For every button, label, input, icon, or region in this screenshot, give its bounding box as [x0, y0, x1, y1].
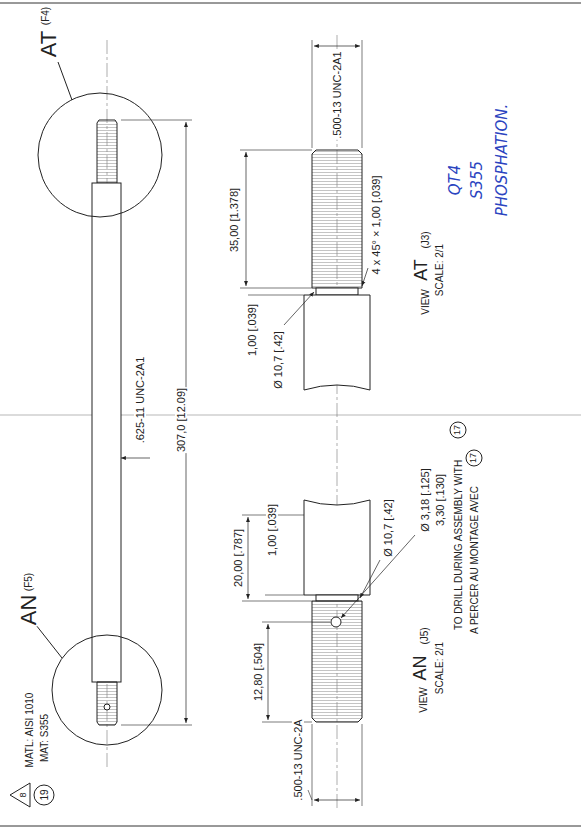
handwritten-note: S355 — [469, 160, 486, 200]
detail-label: AT — [37, 30, 61, 58]
view-title: AT — [412, 258, 432, 282]
dimension: 12,80 [.504] — [252, 642, 264, 702]
dimension: Ø 10,7 [.42] — [382, 498, 394, 557]
chamfer-note: 4 x 45° × 1,00 [.039] — [370, 175, 382, 276]
dimension: 1,00 [.039] — [266, 503, 278, 557]
view-ref: (F5) — [23, 572, 34, 592]
view-title: VIEW — [420, 288, 431, 316]
finish-symbol: 8 — [19, 791, 29, 798]
view-title: AN — [411, 654, 431, 681]
scale-note: SCALE: 2/1 — [434, 641, 445, 695]
handwritten-note: QT4 — [447, 164, 464, 197]
callout-number: 17 — [453, 424, 463, 436]
view-ref: (J5) — [419, 626, 430, 645]
dimension: Ø 10,7 [.42] — [272, 330, 284, 389]
dimension: 1,00 [.039] — [246, 303, 258, 357]
dimension: 307,0 [12.09] — [175, 387, 187, 453]
detail-label: AN — [17, 594, 41, 627]
thread-callout: .500-13 UNC-2A — [292, 718, 304, 801]
assembly-note: TO DRILL DURING ASSEMBLY WITH — [453, 459, 464, 631]
assembly-note: A PERCER AU MONTAGE AVEC — [469, 485, 480, 635]
hole-dimension: Ø 3,18 [.125] — [419, 467, 431, 533]
view-title: VIEW — [418, 686, 429, 714]
thread-callout: .625-11 UNC-2A1 — [134, 356, 146, 445]
view-ref: (J3) — [420, 230, 431, 249]
callout-number: 17 — [469, 452, 479, 464]
hole-dimension: 3,30 [.130] — [434, 473, 446, 527]
scale-note: SCALE: 2/1 — [434, 243, 445, 297]
dimension: 20,00 [.787] — [232, 528, 244, 588]
handwritten-note: PHOSPHATION. — [494, 103, 511, 218]
callout-number: 19 — [39, 788, 50, 801]
material-note: MAT: S355 — [39, 713, 50, 763]
material-note: MATL: AISI 1010 — [24, 692, 35, 769]
view-ref: (F4) — [40, 6, 51, 26]
thread-callout: .500-13 UNC-2A1 — [331, 50, 343, 139]
dimension: 35,00 [1.378] — [228, 187, 240, 253]
